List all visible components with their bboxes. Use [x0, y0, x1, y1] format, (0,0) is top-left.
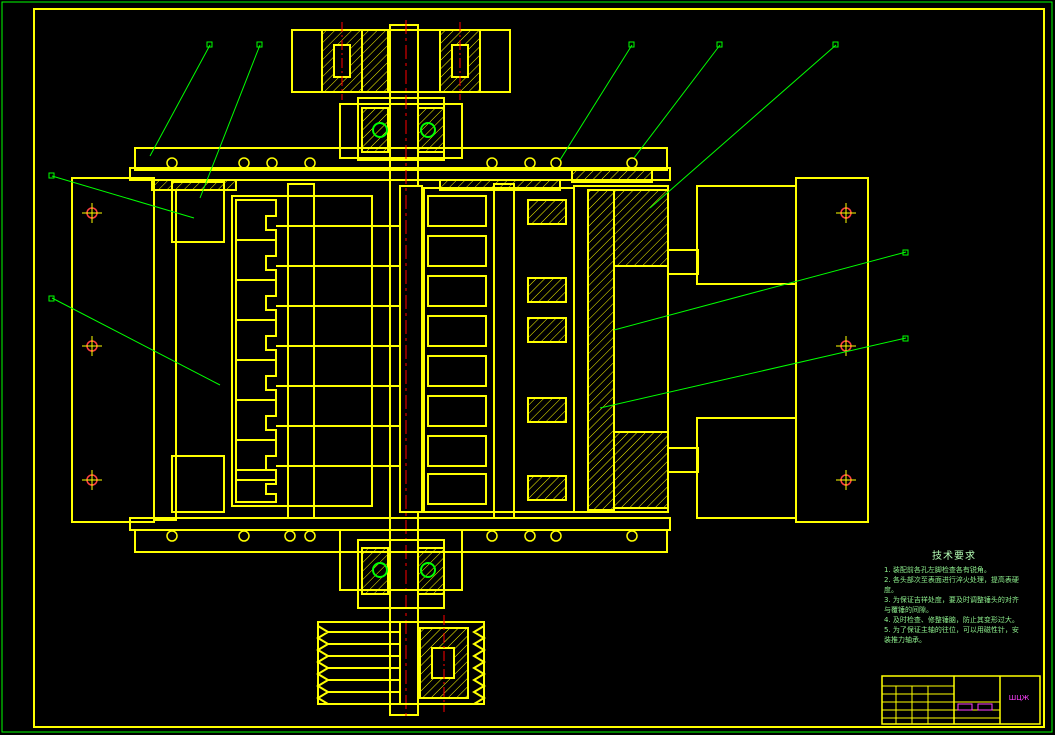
requirement-item: 3. 为保证吉祥处度，要及时调整锤头的对齐与覆锤的间隙。 — [884, 596, 1019, 614]
right-liner — [573, 185, 669, 513]
technical-requirements-title: 技术要求 — [932, 551, 976, 562]
lower-plate — [129, 517, 671, 553]
left-end-plate — [71, 177, 225, 523]
right-end-plate — [667, 177, 869, 523]
top-handwheel — [291, 29, 511, 93]
title-block — [881, 675, 1041, 725]
right-hammer-stack — [423, 183, 575, 519]
requirement-item: 4. 及时检查、修整锤脑，防止其变形过大。 — [884, 616, 1019, 624]
technical-requirements: 技术要求 1. 装配前各孔左脚检查各有锐角。 2. 各头部次至表面进行淬火处理，… — [884, 552, 1024, 645]
title-block-code: ШЦЖ — [1008, 694, 1030, 702]
requirement-item: 5. 为了保证主轴的往位，可以用磁性针，安装推力轴承。 — [884, 626, 1019, 644]
bottom-bearing-housing — [339, 529, 463, 609]
requirement-item: 2. 各头部次至表面进行淬火处理，提高表硬度。 — [884, 576, 1019, 594]
bolts — [166, 157, 638, 542]
inner-frame — [33, 8, 1045, 728]
requirement-item: 1. 装配前各孔左脚检查各有锐角。 — [884, 566, 991, 574]
upper-plate — [129, 147, 671, 191]
left-hammer-stack — [231, 183, 400, 519]
leader-lines — [48, 41, 909, 409]
top-bearing-housing — [339, 97, 463, 161]
v-belt-pulley — [316, 621, 486, 705]
mounting-hole-crosses — [82, 203, 856, 490]
